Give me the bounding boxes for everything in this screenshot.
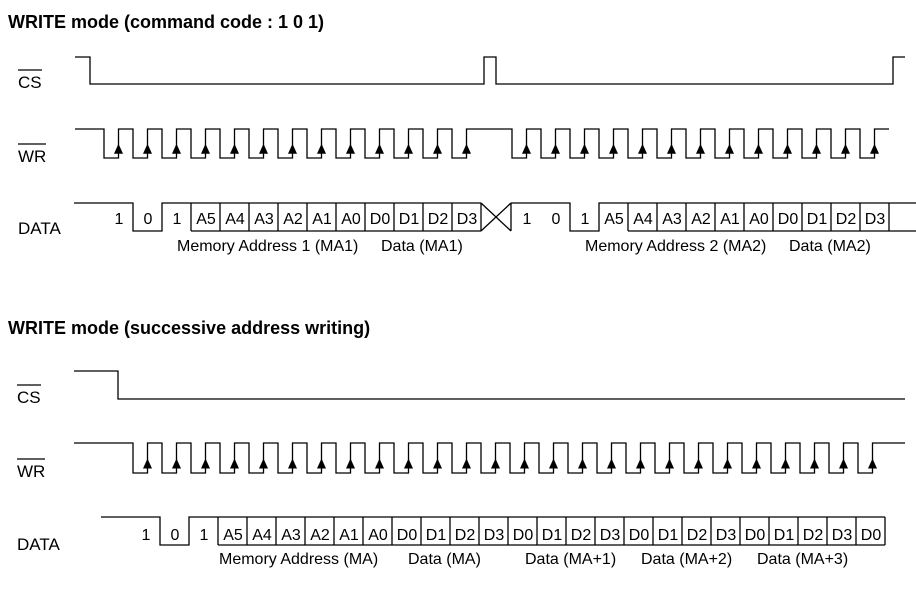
data-bit: D3: [600, 527, 621, 544]
caption-data-ma3: Data (MA+3): [757, 551, 848, 568]
data-bit: A3: [254, 211, 274, 228]
data-bit-labels: 1 0 1 A5 A4 A3 A2 A1 A0 D0 D1 D2 D3 1 0 …: [115, 211, 886, 228]
data-bit: D0: [370, 211, 391, 228]
data-label: DATA: [18, 219, 61, 238]
data-bit: A1: [720, 211, 740, 228]
data-bit: A2: [283, 211, 303, 228]
data-bit: D2: [803, 527, 824, 544]
data-bit: D3: [865, 211, 886, 228]
data-bit: A5: [604, 211, 624, 228]
diagram-write-command: WRITE mode (command code : 1 0 1) CS WR …: [8, 12, 916, 255]
data-preamble-path: [101, 516, 218, 546]
diagram-successive-write: WRITE mode (successive address writing) …: [8, 318, 905, 568]
data-bit: A2: [691, 211, 711, 228]
data-bit: A1: [339, 527, 359, 544]
diagram-title: WRITE mode (command code : 1 0 1): [8, 12, 324, 32]
wr-label: WR: [17, 462, 45, 481]
wr-clock-path: [75, 128, 889, 159]
caption-data-ma2: Data (MA2): [789, 238, 871, 255]
data-bit: D1: [542, 527, 563, 544]
wr-label: WR: [18, 147, 46, 166]
cs-label: CS: [17, 388, 41, 407]
cs-label: CS: [18, 73, 42, 92]
data-bit: A4: [633, 211, 653, 228]
data-bit: D3: [832, 527, 853, 544]
data-dont-care-cross: [480, 202, 512, 232]
data-bit: D1: [399, 211, 420, 228]
data-bit: A0: [341, 211, 361, 228]
data-label: DATA: [17, 535, 60, 554]
data-bit: D0: [629, 527, 650, 544]
data-bit: 0: [552, 211, 561, 228]
diagram-title: WRITE mode (successive address writing): [8, 318, 370, 338]
caption-data-ma2: Data (MA+2): [641, 551, 732, 568]
data-bit: A2: [310, 527, 330, 544]
data-bit: 1: [115, 211, 124, 228]
data-preamble-path: [74, 202, 191, 232]
data-bit: A0: [368, 527, 388, 544]
data-bit: A4: [225, 211, 245, 228]
data-bit: 1: [200, 527, 209, 544]
wr-waveform: [74, 442, 905, 474]
data-bit: A1: [312, 211, 332, 228]
wr-waveform: [75, 128, 889, 159]
data-bit: D2: [571, 527, 592, 544]
data-bit: A5: [223, 527, 243, 544]
data-bit: D0: [778, 211, 799, 228]
data-bit: D1: [774, 527, 795, 544]
data-bit: D2: [428, 211, 449, 228]
data-bit: D2: [836, 211, 857, 228]
cs-waveform: [75, 56, 905, 85]
data-bit: A4: [252, 527, 272, 544]
data-bit: D1: [426, 527, 447, 544]
data-bit: D0: [397, 527, 418, 544]
data-bit: 1: [173, 211, 182, 228]
data-bit: 0: [144, 211, 153, 228]
data-bit: D0: [861, 527, 882, 544]
data-waveform: [101, 516, 886, 546]
data-bit: A3: [662, 211, 682, 228]
data-bit: D3: [457, 211, 478, 228]
cs-waveform: [74, 370, 905, 400]
data-preamble-path: [511, 202, 628, 232]
caption-data-ma1: Data (MA1): [381, 238, 463, 255]
data-bit: D0: [745, 527, 766, 544]
caption-data-ma: Data (MA): [408, 551, 481, 568]
data-bit: D2: [455, 527, 476, 544]
data-bit: D1: [658, 527, 679, 544]
caption-memory-address-1: Memory Address 1 (MA1): [177, 238, 358, 255]
data-bit: D3: [716, 527, 737, 544]
data-bit: 0: [171, 527, 180, 544]
data-bit: A5: [196, 211, 216, 228]
data-waveform: [74, 202, 916, 232]
data-bit: 1: [142, 527, 151, 544]
data-bit: D3: [484, 527, 505, 544]
data-bit-labels: 1 0 1 A5 A4 A3 A2 A1 A0 D0 D1 D2 D3 D0 D…: [142, 527, 882, 544]
data-bit: 1: [523, 211, 532, 228]
caption-memory-address-2: Memory Address 2 (MA2): [585, 238, 766, 255]
caption-data-ma1: Data (MA+1): [525, 551, 616, 568]
data-bit: A3: [281, 527, 301, 544]
data-bit: D0: [513, 527, 534, 544]
wr-clock-path: [74, 442, 905, 474]
data-bit: D1: [807, 211, 828, 228]
caption-memory-address: Memory Address (MA): [219, 551, 378, 568]
data-bit: D2: [687, 527, 708, 544]
data-bit: A0: [749, 211, 769, 228]
data-bit: 1: [581, 211, 590, 228]
